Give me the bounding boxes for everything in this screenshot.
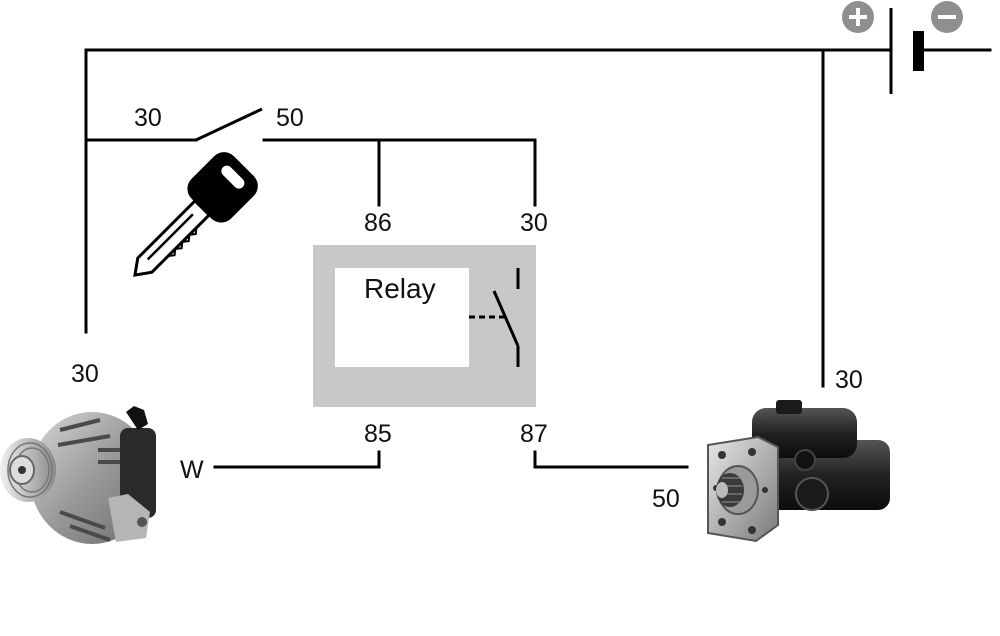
- relay-terminal-30-label: 30: [520, 209, 548, 237]
- starter-motor: 30 50: [652, 366, 890, 543]
- wire-relay-87-to-starter-50: [533, 450, 689, 469]
- key-icon: [133, 152, 258, 277]
- relay-label: Relay: [364, 273, 436, 304]
- starter-motor-icon: [707, 400, 890, 543]
- starter-terminal-30-label: 30: [835, 366, 863, 394]
- alternator-terminal-30-label: 30: [71, 360, 99, 388]
- relay-coil-box: [335, 268, 469, 367]
- battery-minus-icon: [931, 1, 963, 33]
- ignition-switch-blade[interactable]: [195, 107, 263, 142]
- battery-negative-plate: [913, 31, 924, 71]
- ignition-switch[interactable]: 30 50: [84, 104, 537, 207]
- relay-terminal-86-label: 86: [364, 209, 392, 237]
- starter-terminal-50-label: 50: [652, 485, 680, 513]
- ignition-terminal-30-label: 30: [134, 104, 162, 132]
- ignition-terminal-50-label: 50: [276, 104, 304, 132]
- wire-w-to-relay-85: [213, 450, 381, 469]
- alternator-icon: [0, 406, 156, 544]
- wire-battery-positive-bus: [84, 48, 893, 334]
- relay: Relay 86 30 85 87: [313, 209, 548, 448]
- battery-plus-icon: [842, 1, 874, 33]
- alternator-terminal-w-label: W: [180, 456, 204, 484]
- relay-terminal-87-label: 87: [520, 420, 548, 448]
- relay-contact-icon: [492, 268, 520, 367]
- alternator: 30 W: [0, 360, 204, 544]
- relay-terminal-85-label: 85: [364, 420, 392, 448]
- supply-wires: [84, 48, 992, 388]
- battery-symbol: [842, 1, 963, 94]
- wire-ignition-out: [262, 138, 537, 207]
